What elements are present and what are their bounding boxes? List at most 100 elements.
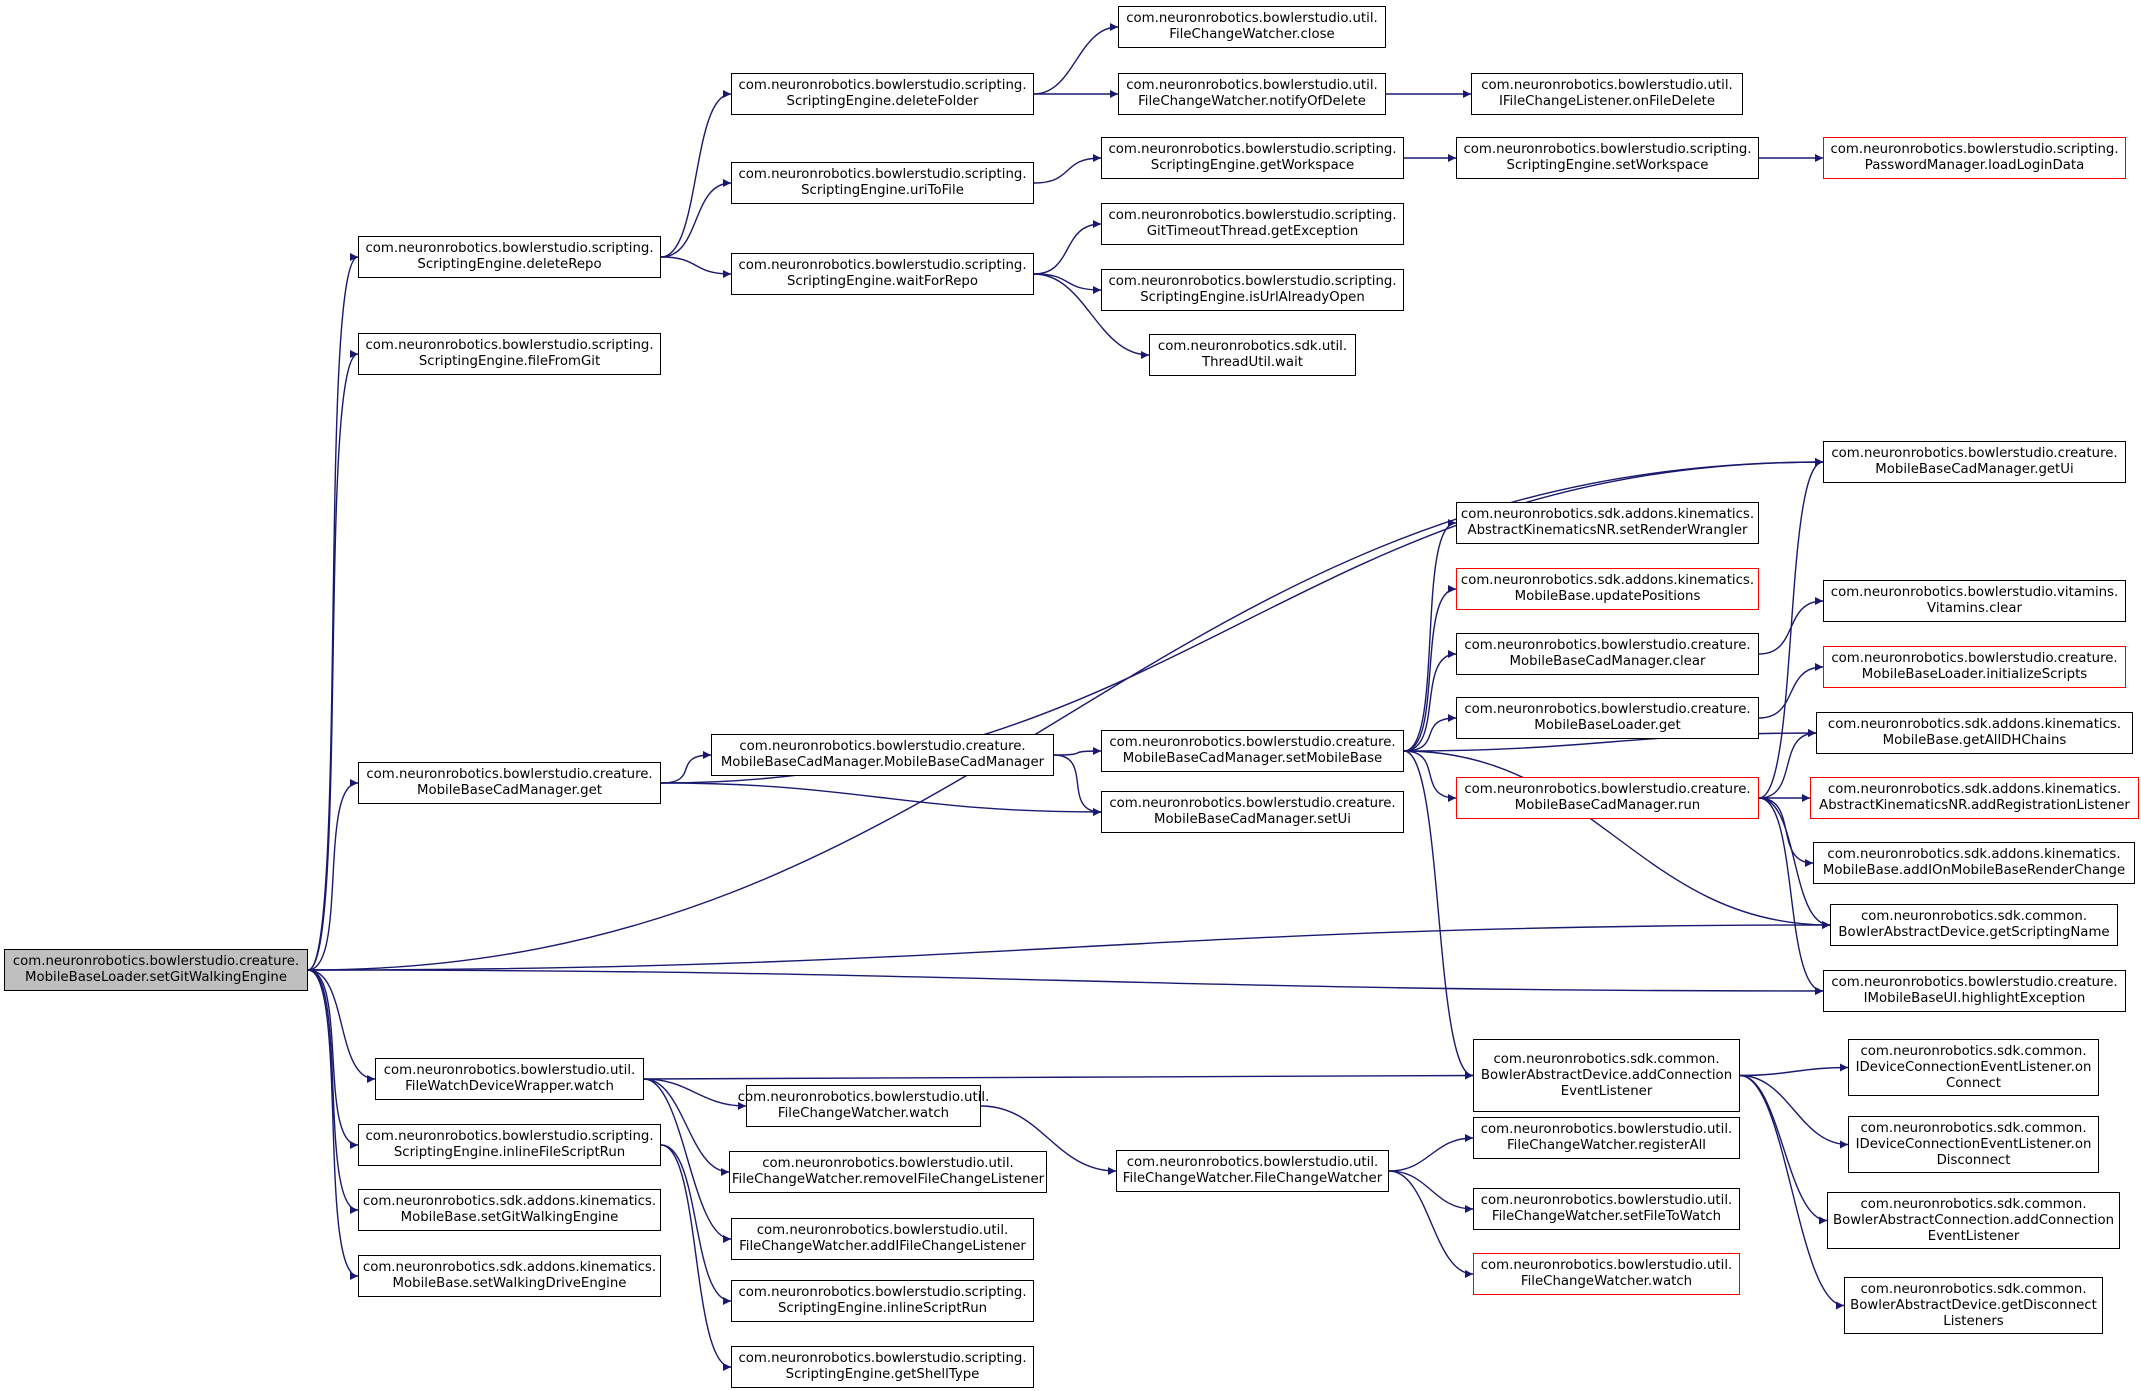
- node-fcwRemove[interactable]: com.neuronrobotics.bowlerstudio.util.Fil…: [729, 1151, 1047, 1193]
- node-uriToFile[interactable]: com.neuronrobotics.bowlerstudio.scriptin…: [731, 162, 1034, 204]
- node-getWorkspace[interactable]: com.neuronrobotics.bowlerstudio.scriptin…: [1101, 137, 1404, 179]
- edge-setMobileBase-to-cadClear: [1403, 650, 1457, 752]
- node-label-line: BowlerAbstractDevice.addConnection: [1480, 1067, 1733, 1083]
- node-threadWait[interactable]: com.neuronrobotics.sdk.util.ThreadUtil.w…: [1149, 334, 1356, 376]
- node-deleteRepo[interactable]: com.neuronrobotics.bowlerstudio.scriptin…: [358, 236, 661, 278]
- edge-cadCtor-to-setMobileBase: [1053, 747, 1102, 756]
- edge-loaderGet-to-initScripts: [1758, 663, 1824, 719]
- node-loadLogin[interactable]: com.neuronrobotics.bowlerstudio.scriptin…: [1823, 137, 2126, 179]
- edge-root-to-cadGet: [307, 779, 359, 971]
- node-registerAll[interactable]: com.neuronrobotics.bowlerstudio.util.Fil…: [1473, 1117, 1740, 1159]
- edge-cadRun-to-highlightEx: [1758, 797, 1824, 995]
- node-addConn[interactable]: com.neuronrobotics.sdk.common.BowlerAbst…: [1473, 1039, 1740, 1112]
- node-label-line: com.neuronrobotics.bowlerstudio.util.: [762, 1156, 1014, 1171]
- node-fcwCtor[interactable]: com.neuronrobotics.bowlerstudio.util.Fil…: [1116, 1150, 1389, 1192]
- node-label-line: MobileBaseCadManager.setMobileBase: [1122, 751, 1383, 766]
- node-label-line: com.neuronrobotics.bowlerstudio.scriptin…: [1830, 142, 2119, 157]
- node-fcwWatch1[interactable]: com.neuronrobotics.bowlerstudio.util.Fil…: [738, 1085, 989, 1127]
- node-mbSetDrive[interactable]: com.neuronrobotics.sdk.addons.kinematics…: [358, 1255, 661, 1297]
- node-getAllDH[interactable]: com.neuronrobotics.sdk.addons.kinematics…: [1816, 712, 2133, 754]
- node-root[interactable]: com.neuronrobotics.bowlerstudio.creature…: [4, 949, 308, 991]
- node-label-line: com.neuronrobotics.sdk.util.: [1157, 339, 1348, 354]
- node-fcwClose[interactable]: com.neuronrobotics.bowlerstudio.util.Fil…: [1118, 6, 1386, 48]
- node-label-line: com.neuronrobotics.sdk.common.: [1860, 1281, 2087, 1297]
- node-cadGet[interactable]: com.neuronrobotics.bowlerstudio.creature…: [358, 762, 661, 804]
- node-setMobileBase[interactable]: com.neuronrobotics.bowlerstudio.creature…: [1101, 730, 1404, 772]
- node-label-line: MobileBaseLoader.initializeScripts: [1861, 667, 2088, 682]
- node-label-line: BowlerAbstractConnection.addConnection: [1832, 1212, 2115, 1228]
- node-inlineFile[interactable]: com.neuronrobotics.bowlerstudio.scriptin…: [358, 1124, 661, 1166]
- node-label-line: MobileBase.addIOnMobileBaseRenderChange: [1822, 863, 2126, 878]
- node-setWorkspace[interactable]: com.neuronrobotics.bowlerstudio.scriptin…: [1456, 137, 1759, 179]
- node-label-line: FileChangeWatcher.FileChangeWatcher: [1122, 1171, 1383, 1186]
- node-label-line: BowlerAbstractDevice.getScriptingName: [1838, 925, 2110, 940]
- node-label-line: PasswordManager.loadLoginData: [1864, 158, 2085, 173]
- node-label-line: EventListener: [1560, 1083, 1653, 1099]
- node-isUrlOpen[interactable]: com.neuronrobotics.bowlerstudio.scriptin…: [1101, 269, 1404, 311]
- node-getScriptingName[interactable]: com.neuronrobotics.sdk.common.BowlerAbst…: [1830, 904, 2118, 946]
- node-fcwWatch2[interactable]: com.neuronrobotics.bowlerstudio.util.Fil…: [1473, 1253, 1740, 1295]
- node-connAddListener[interactable]: com.neuronrobotics.sdk.common.BowlerAbst…: [1827, 1192, 2120, 1249]
- node-highlightEx[interactable]: com.neuronrobotics.bowlerstudio.creature…: [1823, 970, 2126, 1012]
- node-onFileDelete[interactable]: com.neuronrobotics.bowlerstudio.util.IFi…: [1471, 73, 1743, 115]
- edge-addConn-to-connAddListener: [1739, 1074, 1828, 1225]
- node-loaderGet[interactable]: com.neuronrobotics.bowlerstudio.creature…: [1456, 697, 1759, 739]
- node-label-line: com.neuronrobotics.sdk.addons.kinematics…: [1827, 717, 2122, 732]
- node-addOnRender[interactable]: com.neuronrobotics.sdk.addons.kinematics…: [1813, 842, 2135, 884]
- node-fileFromGit[interactable]: com.neuronrobotics.bowlerstudio.scriptin…: [358, 333, 661, 375]
- node-cadRun[interactable]: com.neuronrobotics.bowlerstudio.creature…: [1456, 777, 1759, 819]
- node-vitaminsClear[interactable]: com.neuronrobotics.bowlerstudio.vitamins…: [1823, 580, 2126, 622]
- edge-cadRun-to-getScriptingName: [1758, 797, 1831, 929]
- node-gitTimeout[interactable]: com.neuronrobotics.bowlerstudio.scriptin…: [1101, 203, 1404, 245]
- node-fcwAdd[interactable]: com.neuronrobotics.bowlerstudio.util.Fil…: [731, 1218, 1034, 1260]
- node-label-line: com.neuronrobotics.bowlerstudio.scriptin…: [738, 167, 1027, 182]
- edge-uriToFile-to-getWorkspace: [1033, 154, 1102, 184]
- node-waitForRepo[interactable]: com.neuronrobotics.bowlerstudio.scriptin…: [731, 253, 1034, 295]
- edge-fcwCtor-to-registerAll: [1388, 1134, 1474, 1172]
- node-getUi[interactable]: com.neuronrobotics.bowlerstudio.creature…: [1823, 441, 2126, 483]
- edge-inlineFile-to-inlineScript: [660, 1144, 732, 1305]
- node-label-line: com.neuronrobotics.bowlerstudio.util.: [1126, 11, 1378, 26]
- node-inlineScript[interactable]: com.neuronrobotics.bowlerstudio.scriptin…: [731, 1280, 1034, 1322]
- node-label-line: FileChangeWatcher.setFileToWatch: [1491, 1209, 1722, 1224]
- node-fwdWatch[interactable]: com.neuronrobotics.bowlerstudio.util.Fil…: [375, 1058, 644, 1100]
- node-cadClear[interactable]: com.neuronrobotics.bowlerstudio.creature…: [1456, 633, 1759, 675]
- node-label-line: com.neuronrobotics.sdk.addons.kinematics…: [362, 1194, 657, 1209]
- edge-setMobileBase-to-loaderGet: [1403, 714, 1457, 752]
- node-addRegListener[interactable]: com.neuronrobotics.sdk.addons.kinematics…: [1810, 777, 2139, 819]
- node-cadCtor[interactable]: com.neuronrobotics.bowlerstudio.creature…: [711, 734, 1054, 776]
- node-fcwNotify[interactable]: com.neuronrobotics.bowlerstudio.util.Fil…: [1118, 73, 1386, 115]
- node-deleteFolder[interactable]: com.neuronrobotics.bowlerstudio.scriptin…: [731, 73, 1034, 115]
- edge-setMobileBase-to-cadRun: [1403, 750, 1457, 802]
- node-setRender[interactable]: com.neuronrobotics.sdk.addons.kinematics…: [1456, 502, 1759, 544]
- node-setUi[interactable]: com.neuronrobotics.bowlerstudio.creature…: [1101, 791, 1404, 833]
- node-label-line: IDeviceConnectionEventListener.on: [1855, 1059, 2092, 1075]
- node-label-line: Connect: [1946, 1075, 2001, 1091]
- node-label-line: com.neuronrobotics.bowlerstudio.creature…: [1464, 638, 1751, 653]
- edge-cadGet-to-cadCtor: [660, 751, 712, 784]
- node-label-line: com.neuronrobotics.bowlerstudio.util.: [1480, 1122, 1733, 1137]
- node-label-line: MobileBaseCadManager.setUi: [1154, 812, 1351, 827]
- node-onDisconnect[interactable]: com.neuronrobotics.sdk.common.IDeviceCon…: [1848, 1116, 2099, 1173]
- node-getDisconnect[interactable]: com.neuronrobotics.sdk.common.BowlerAbst…: [1844, 1277, 2103, 1334]
- node-label-line: com.neuronrobotics.bowlerstudio.creature…: [12, 954, 300, 969]
- node-updatePositions[interactable]: com.neuronrobotics.sdk.addons.kinematics…: [1456, 568, 1759, 610]
- node-label-line: AbstractKinematicsNR.addRegistrationList…: [1819, 798, 2130, 813]
- node-label-line: com.neuronrobotics.bowlerstudio.scriptin…: [365, 1129, 654, 1144]
- node-label-line: com.neuronrobotics.bowlerstudio.creature…: [1109, 796, 1396, 811]
- node-label-line: FileWatchDeviceWrapper.watch: [405, 1079, 614, 1094]
- node-setFileToWatch[interactable]: com.neuronrobotics.bowlerstudio.util.Fil…: [1473, 1188, 1740, 1230]
- node-label-line: com.neuronrobotics.sdk.common.: [1860, 909, 2088, 924]
- node-label-line: FileChangeWatcher.watch: [777, 1106, 950, 1121]
- edge-addConn-to-onConnect: [1739, 1063, 1849, 1077]
- node-getShellType[interactable]: com.neuronrobotics.bowlerstudio.scriptin…: [731, 1346, 1034, 1388]
- node-label-line: com.neuronrobotics.bowlerstudio.util.: [1126, 78, 1378, 93]
- edge-addConn-to-onDisconnect: [1739, 1074, 1849, 1149]
- node-label-line: com.neuronrobotics.sdk.addons.kinematics…: [362, 1260, 657, 1275]
- node-mbSetGit[interactable]: com.neuronrobotics.sdk.addons.kinematics…: [358, 1189, 661, 1231]
- node-label-line: com.neuronrobotics.bowlerstudio.scriptin…: [365, 338, 654, 353]
- node-initScripts[interactable]: com.neuronrobotics.bowlerstudio.creature…: [1823, 646, 2126, 688]
- node-label-line: MobileBaseCadManager.getUi: [1875, 462, 2074, 477]
- node-label-line: ScriptingEngine.setWorkspace: [1506, 158, 1709, 173]
- node-onConnect[interactable]: com.neuronrobotics.sdk.common.IDeviceCon…: [1848, 1039, 2099, 1096]
